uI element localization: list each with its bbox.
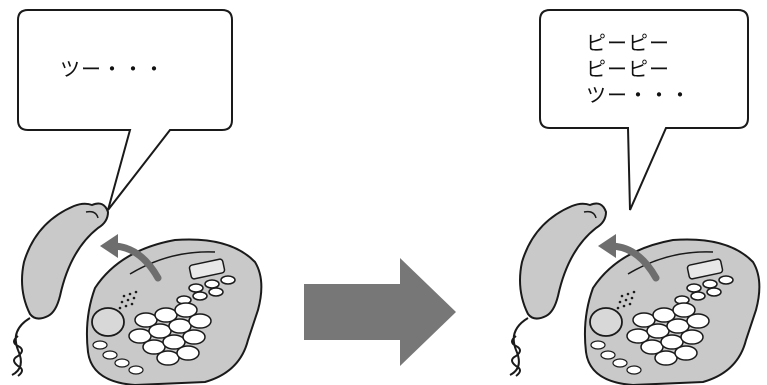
scene-before: ツー・・・ xyxy=(0,0,290,385)
telephone-icon xyxy=(498,0,767,385)
scene-after: ピーピー ピーピー ツー・・・ xyxy=(498,0,767,385)
arrow-right-icon xyxy=(300,254,460,370)
telephone-icon xyxy=(0,0,290,385)
